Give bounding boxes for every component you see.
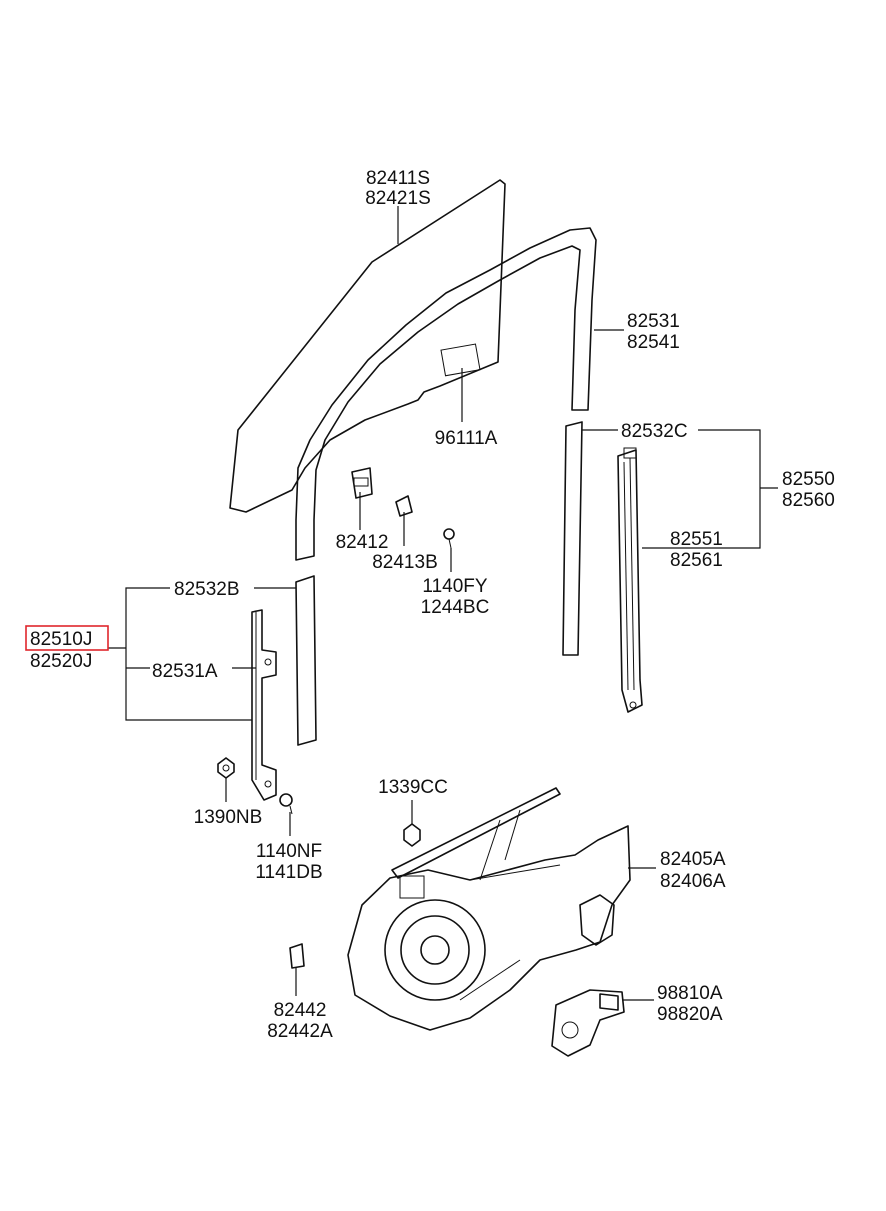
label-channel-a: 82531A bbox=[152, 661, 218, 682]
label-bolt-l2: 1141DB bbox=[255, 862, 322, 883]
label-glass-2: 82421S bbox=[365, 188, 431, 209]
bolt-1140nf bbox=[279, 793, 293, 815]
label-assy-r1: 82550 bbox=[782, 469, 835, 490]
glass-clip-82413b bbox=[395, 495, 413, 517]
label-bolt-l1: 1140NF bbox=[256, 841, 322, 862]
nut-1390nb bbox=[217, 757, 235, 779]
label-motor-1: 98810A bbox=[657, 983, 723, 1004]
label-channel-r2: 82561 bbox=[670, 550, 723, 571]
label-clip-2: 82413B bbox=[372, 552, 438, 573]
glass-clip-82412 bbox=[351, 467, 373, 499]
leader-lines bbox=[108, 206, 778, 1001]
clip-82442 bbox=[289, 943, 305, 969]
label-channel-b: 82532B bbox=[174, 579, 240, 600]
highlight-box bbox=[25, 625, 109, 651]
glass-bolt-1140fy bbox=[443, 528, 455, 549]
label-motor-2: 98820A bbox=[657, 1004, 723, 1025]
front-lower-channel bbox=[295, 575, 317, 746]
label-regulator-1: 82405A bbox=[660, 849, 726, 870]
regulator-motor bbox=[551, 989, 625, 1057]
door-glass bbox=[229, 179, 506, 513]
rear-guide-rail bbox=[617, 447, 643, 713]
label-nut-l: 1390NB bbox=[194, 807, 263, 828]
label-channel-c: 82532C bbox=[621, 421, 688, 442]
label-nut-c: 1339CC bbox=[378, 777, 448, 798]
rear-lower-channel bbox=[562, 421, 583, 656]
label-channel-r1: 82551 bbox=[670, 529, 723, 550]
window-regulator bbox=[347, 787, 631, 1031]
nut-1339cc bbox=[403, 823, 421, 847]
label-glass-1: 82411S bbox=[366, 168, 430, 189]
label-assy-r2: 82560 bbox=[782, 490, 835, 511]
label-run-1: 82531 bbox=[627, 311, 680, 332]
label-regulator-2: 82406A bbox=[660, 871, 726, 892]
label-assy-l1: 82510J bbox=[30, 629, 92, 650]
label-clip-1: 82412 bbox=[336, 532, 389, 553]
front-guide-rail bbox=[251, 609, 277, 801]
label-run-2: 82541 bbox=[627, 332, 680, 353]
label-bolt-2: 1244BC bbox=[421, 597, 490, 618]
glass-sticker bbox=[440, 343, 481, 377]
label-clip-b2: 82442A bbox=[267, 1021, 333, 1042]
label-bolt-1: 1140FY bbox=[422, 576, 487, 597]
part-labels: 82411S 82421S 82531 82541 96111A 82532C … bbox=[25, 168, 835, 1042]
label-clip-b1: 82442 bbox=[274, 1000, 327, 1021]
label-assy-l2: 82520J bbox=[30, 651, 92, 672]
label-sticker: 96111A bbox=[435, 428, 498, 449]
window-run-channel bbox=[295, 227, 597, 561]
